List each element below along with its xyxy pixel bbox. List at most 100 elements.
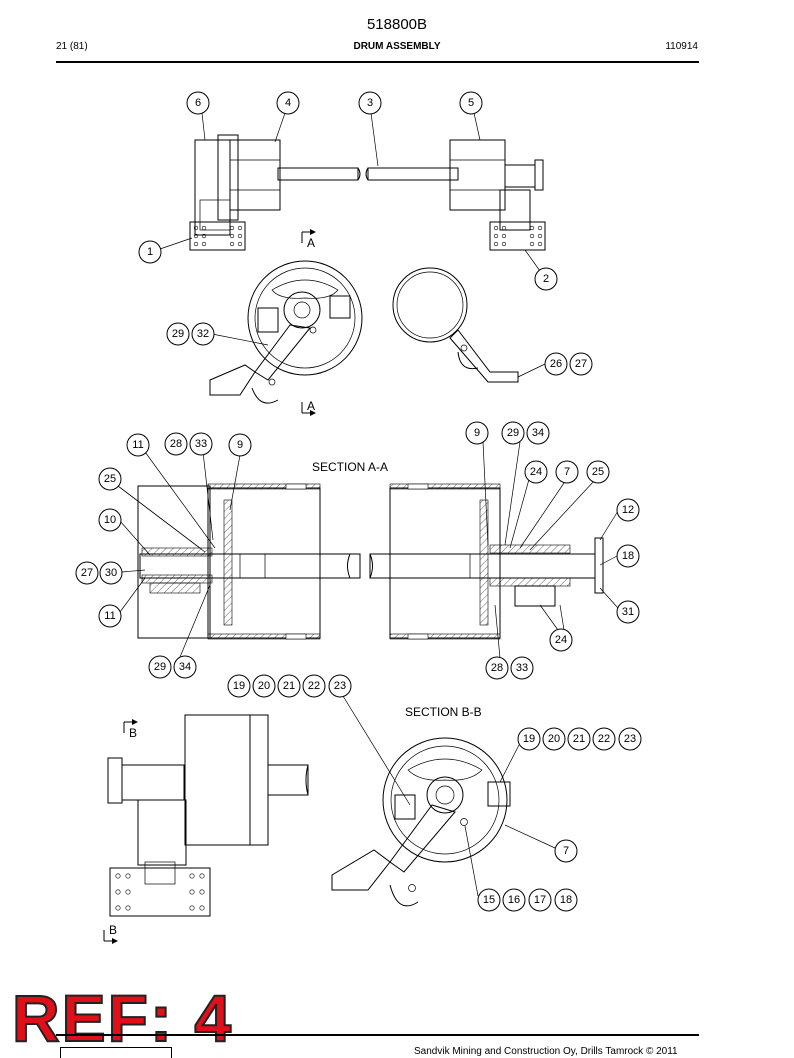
svg-text:22: 22 (598, 733, 610, 745)
callout-21-left: 21 (277, 674, 301, 698)
callout-31: 31 (616, 600, 640, 624)
document-number: 518800B (366, 16, 428, 33)
callout-33-lower: 33 (510, 656, 534, 680)
callout-29-lower: 29 (148, 655, 172, 679)
svg-text:26: 26 (550, 358, 562, 370)
section-marker-b-top (123, 719, 138, 733)
marker-b-top: B (129, 726, 137, 740)
callout-12: 12 (616, 498, 640, 522)
svg-text:19: 19 (523, 733, 535, 745)
svg-text:16: 16 (508, 894, 520, 906)
callout-7-lower: 7 (554, 839, 578, 863)
callout-15: 15 (477, 888, 501, 912)
callout-22-right: 22 (592, 727, 616, 751)
svg-text:2: 2 (543, 273, 549, 285)
ref-stamp: REF: 4 (11, 981, 234, 1055)
svg-text:9: 9 (474, 427, 480, 439)
svg-text:33: 33 (516, 662, 528, 674)
section-aa-label: SECTION A-A (312, 460, 388, 474)
svg-text:17: 17 (534, 894, 546, 906)
callout-20-right: 20 (542, 727, 566, 751)
svg-text:7: 7 (563, 845, 569, 857)
svg-text:30: 30 (105, 567, 117, 579)
callout-19-left: 19 (227, 674, 251, 698)
callout-20-left: 20 (252, 674, 276, 698)
header-rule (56, 61, 699, 63)
callout-18-mid: 18 (616, 544, 640, 568)
svg-text:27: 27 (81, 567, 93, 579)
svg-text:10: 10 (104, 514, 116, 526)
svg-text:32: 32 (197, 328, 209, 340)
callout-6: 6 (186, 91, 210, 115)
callout-22-left: 22 (302, 674, 326, 698)
marker-a-top: A (307, 236, 315, 250)
top-view (189, 134, 546, 251)
svg-text:21: 21 (573, 733, 585, 745)
callout-9-left: 9 (228, 433, 252, 457)
svg-text:28: 28 (491, 662, 503, 674)
svg-text:29: 29 (154, 661, 166, 673)
marker-a-bottom: A (307, 399, 315, 413)
svg-text:20: 20 (258, 680, 270, 692)
callout-27-top: 27 (569, 352, 593, 376)
callout-17: 17 (528, 888, 552, 912)
callout-11-upper: 11 (126, 433, 150, 457)
callout-18-bottom: 18 (554, 888, 578, 912)
footer-rule (56, 1034, 699, 1036)
svg-text:12: 12 (622, 504, 634, 516)
svg-text:11: 11 (104, 610, 115, 622)
callout-16: 16 (502, 888, 526, 912)
svg-text:34: 34 (532, 427, 544, 439)
page-title: DRUM ASSEMBLY (353, 41, 441, 52)
callout-29-top: 29 (166, 322, 190, 346)
callout-21-right: 21 (567, 727, 591, 751)
callout-10: 10 (98, 508, 122, 532)
callout-2: 2 (534, 267, 558, 291)
svg-text:11: 11 (132, 439, 143, 451)
callout-1: 1 (138, 240, 162, 264)
svg-text:3: 3 (367, 97, 373, 109)
callout-7-upper: 7 (555, 460, 579, 484)
callout-28-upper: 28 (164, 432, 188, 456)
svg-text:20: 20 (548, 733, 560, 745)
section-bb-label: SECTION B-B (405, 705, 482, 719)
callout-5: 5 (459, 91, 483, 115)
svg-text:5: 5 (468, 97, 474, 109)
callout-9-right: 9 (465, 421, 489, 445)
callout-34-lower: 34 (173, 655, 197, 679)
callout-33-upper: 33 (189, 432, 213, 456)
callout-25-right: 25 (586, 460, 610, 484)
svg-text:7: 7 (564, 466, 570, 478)
section-aa-view (137, 483, 604, 640)
svg-text:1: 1 (147, 246, 153, 258)
svg-text:33: 33 (195, 438, 207, 450)
page-number: 21 (81) (56, 41, 88, 52)
callout-23-left: 23 (328, 674, 352, 698)
svg-text:19: 19 (233, 680, 245, 692)
callout-34-upper: 34 (526, 421, 550, 445)
callout-11-lower: 11 (98, 604, 122, 628)
svg-text:29: 29 (172, 328, 184, 340)
callout-28-lower: 28 (485, 656, 509, 680)
svg-text:6: 6 (195, 97, 201, 109)
svg-text:34: 34 (179, 661, 191, 673)
date-code: 110914 (665, 41, 698, 52)
callout-23-right: 23 (618, 727, 642, 751)
svg-text:27: 27 (575, 358, 587, 370)
svg-text:4: 4 (285, 97, 291, 109)
end-view-right (392, 267, 519, 383)
leader-lines (117, 112, 619, 897)
callout-3: 3 (358, 91, 382, 115)
callout-29-upper: 29 (501, 421, 525, 445)
svg-text:25: 25 (104, 473, 116, 485)
svg-text:24: 24 (530, 466, 542, 478)
callout-32: 32 (191, 322, 215, 346)
svg-text:22: 22 (308, 680, 320, 692)
svg-text:28: 28 (170, 438, 182, 450)
svg-text:23: 23 (624, 733, 636, 745)
svg-text:23: 23 (334, 680, 346, 692)
callout-30: 30 (99, 561, 123, 585)
svg-text:29: 29 (507, 427, 519, 439)
svg-text:18: 18 (560, 894, 572, 906)
